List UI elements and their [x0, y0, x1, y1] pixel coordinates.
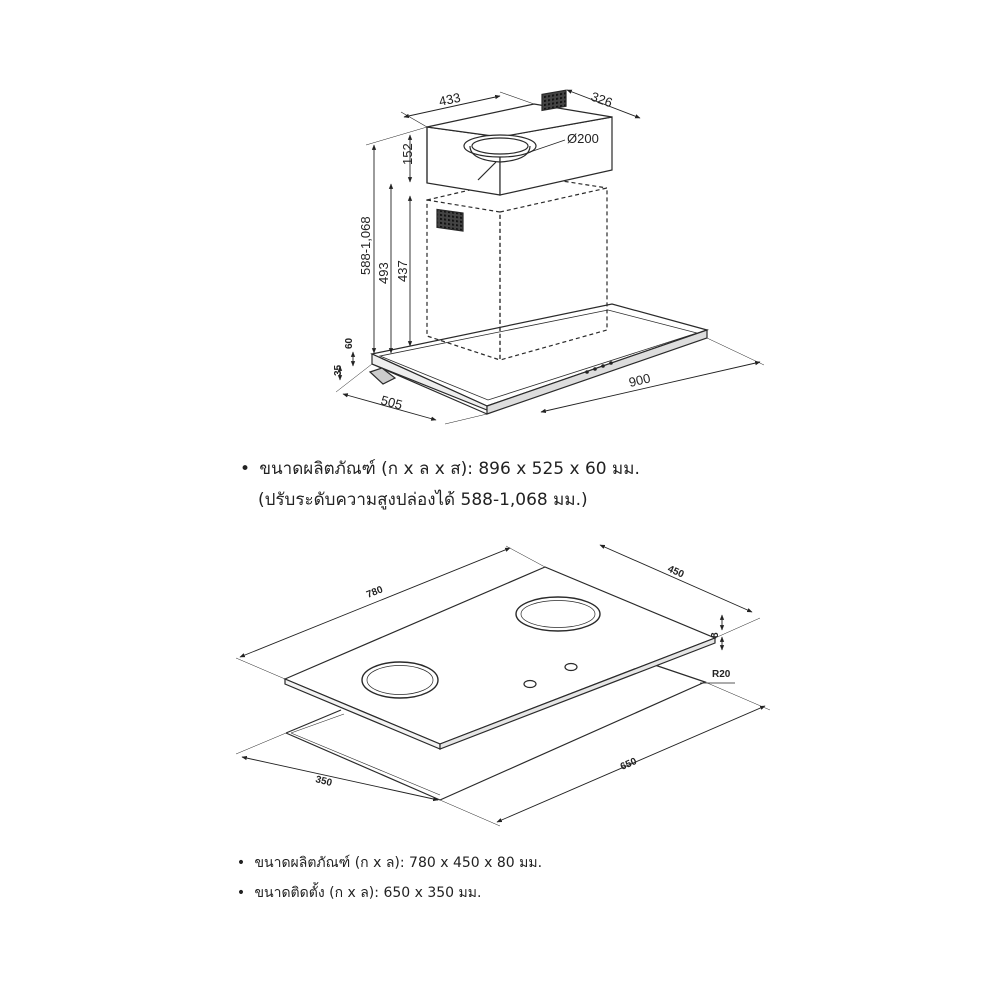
dim-hob-thickness: 8	[710, 632, 721, 638]
dim-top-width: 433	[438, 90, 462, 109]
dim-total-height: 588-1,068	[358, 216, 373, 275]
hob-spec-dimensions: • ขนาดผลิตภัณฑ์ (ก x ล): 780 x 450 x 80 …	[232, 852, 542, 874]
vent-grille-right	[541, 89, 567, 112]
dim-chimney-outer: 493	[376, 262, 391, 284]
hob-dimension-labels: 780 450 8 R20 650 350	[314, 564, 731, 789]
hood-chimney-upper	[426, 103, 613, 196]
dim-body-thickness: 60	[344, 337, 355, 349]
dim-hob-width: 780	[365, 584, 385, 601]
dim-cutout-width: 650	[619, 756, 639, 773]
hood-dimension-labels: 433 326 Ø200 152 588-1,068 493 437 60 35…	[333, 89, 652, 413]
vent-grille-left	[436, 208, 464, 232]
burner-right	[515, 596, 601, 632]
hood-canopy	[368, 303, 710, 415]
dim-corner-radius: R20	[712, 669, 731, 680]
dim-chimney-inner: 437	[395, 260, 410, 282]
dim-depth: 505	[379, 392, 404, 412]
dim-top-depth: 326	[589, 89, 615, 111]
hood-spec-adjust-text: (ปรับระดับความสูงปล่องได้ 588-1,068 มม.)	[258, 490, 588, 510]
control-knob-left	[523, 679, 537, 689]
burner-left	[361, 661, 439, 699]
duct-collar	[463, 134, 537, 181]
dim-width: 900	[627, 370, 652, 389]
dim-hob-depth: 450	[666, 564, 686, 581]
control-knob-right	[564, 662, 578, 672]
dim-top-cover: 152	[400, 143, 415, 165]
hob-spec-text: ขนาดผลิตภัณฑ์ (ก x ล): 780 x 450 x 80 มม…	[254, 855, 543, 871]
hob-drawing	[283, 566, 717, 801]
hood-spec-dimensions: • ขนาดผลิตภัณฑ์ (ก x ล x ส): 896 x 525 x…	[236, 455, 640, 482]
dim-cutout-depth: 350	[314, 774, 333, 789]
hob-spec-installation: • ขนาดติดตั้ง (ก x ล): 650 x 350 มม.	[232, 882, 482, 904]
range-hood-drawing	[368, 89, 710, 415]
bullet: •	[236, 855, 246, 871]
hob-glass-top	[283, 566, 717, 745]
bullet: •	[236, 885, 246, 901]
hood-dimension-lines	[335, 89, 765, 425]
dim-duct-diameter: Ø200	[567, 131, 599, 146]
hob-dimension-lines	[235, 544, 771, 827]
hood-spec-adjustable: (ปรับระดับความสูงปล่องได้ 588-1,068 มม.)	[258, 486, 588, 513]
bullet: •	[239, 459, 251, 479]
hood-spec-text: ขนาดผลิตภัณฑ์ (ก x ล x ส): 896 x 525 x 6…	[259, 459, 640, 479]
dim-front-lip: 35	[333, 364, 344, 376]
hob-install-text: ขนาดติดตั้ง (ก x ล): 650 x 350 มม.	[254, 885, 482, 901]
